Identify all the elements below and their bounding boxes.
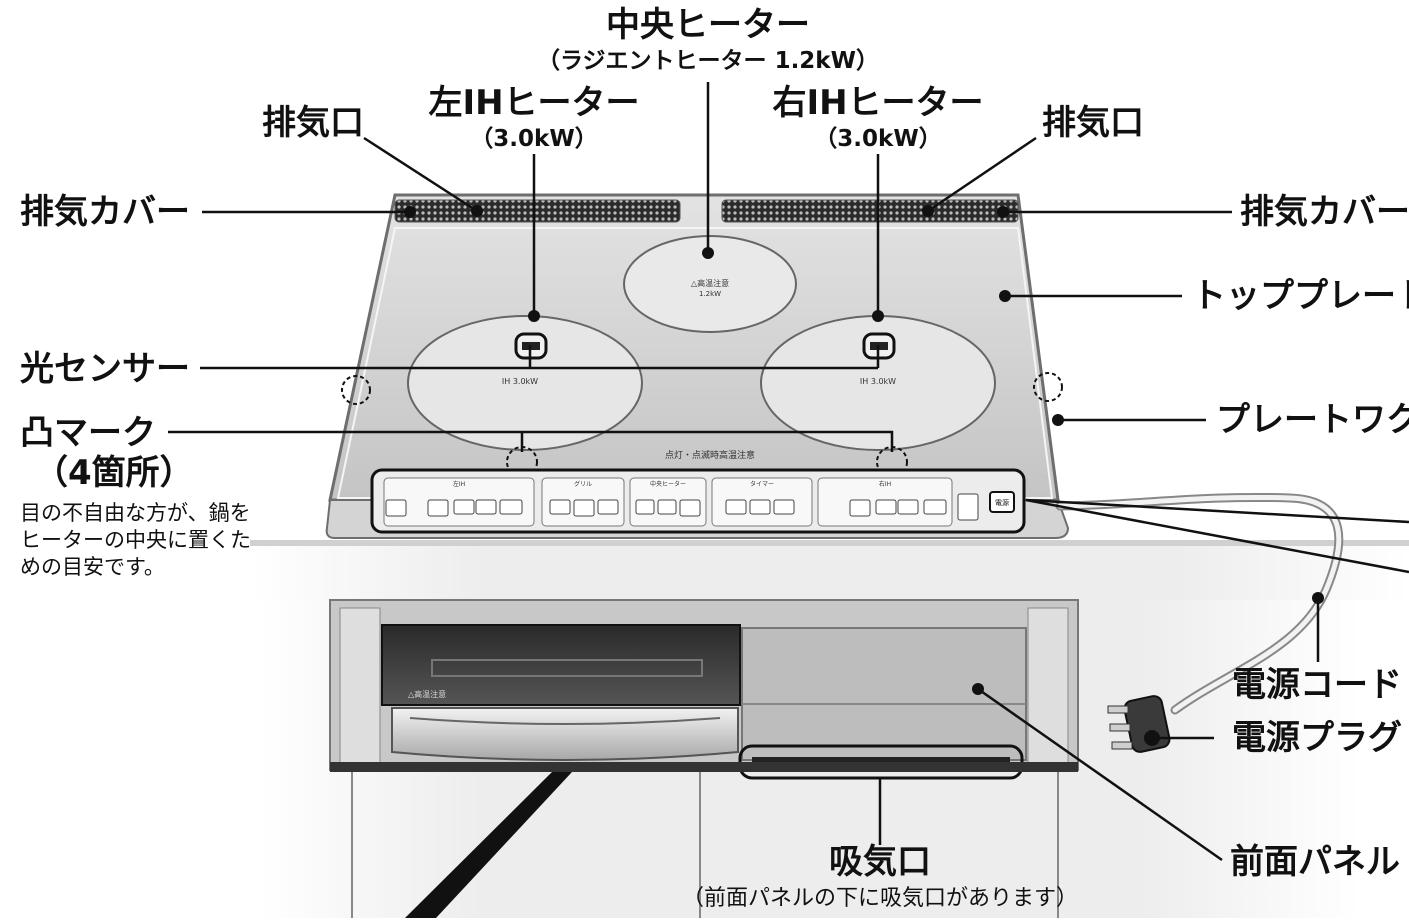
countertop xyxy=(250,540,1409,600)
grill-start-button[interactable] xyxy=(573,499,595,517)
pointer-wedge xyxy=(405,772,572,918)
right-ih-spec: （3.0kW） xyxy=(814,126,942,152)
left-ih-label: 左IHヒーター xyxy=(428,83,640,123)
left-down-button[interactable] xyxy=(453,499,475,515)
center-start-button[interactable] xyxy=(679,499,701,517)
plate-frame-label: プレートワク xyxy=(1216,400,1409,440)
bump-mark-note: 目の不自由な方が、鍋をヒーターの中央に置くための目安です。 xyxy=(20,501,251,579)
left-ih-power: IH 3.0kW xyxy=(502,377,538,386)
bump-mark-count: （4箇所） xyxy=(34,453,194,493)
right-ih-label: 右IHヒーター xyxy=(772,83,984,123)
exhaust-vent-left xyxy=(394,199,681,223)
right-up-button[interactable] xyxy=(897,499,919,515)
power-button[interactable] xyxy=(989,491,1015,513)
right-down-button[interactable] xyxy=(875,499,897,515)
center-heater-spec: （ラジエントヒーター 1.2kW） xyxy=(537,48,879,74)
left-ih-zone xyxy=(407,315,643,451)
panel-left-zone-label: 左IH xyxy=(453,480,465,488)
grill-handle[interactable] xyxy=(391,707,739,761)
light-sensor-label: 光センサー xyxy=(20,349,190,389)
front-panel-label: 前面パネル xyxy=(1230,842,1400,882)
exhaust-left-label: 排気口 xyxy=(262,103,364,143)
center-heater-label: 中央ヒーター xyxy=(606,5,810,45)
power-cord-label: 電源コード xyxy=(1232,665,1402,705)
leader-dots xyxy=(404,205,1324,746)
center-up-button[interactable] xyxy=(657,499,677,515)
power-button-label: 電源 xyxy=(995,498,1009,507)
intake-label: 吸気口 xyxy=(829,842,931,882)
left-ih-spec: （3.0kW） xyxy=(470,126,598,152)
bump-mark-left xyxy=(341,375,371,405)
center-down-button[interactable] xyxy=(635,499,655,515)
top-plate-grill-button[interactable] xyxy=(957,493,979,521)
left-fry-button[interactable] xyxy=(499,499,523,515)
center-heater-mark: △高温注意 xyxy=(691,278,729,288)
right-fry-button[interactable] xyxy=(923,499,947,515)
grill-auto-button[interactable] xyxy=(597,499,619,515)
timer-select-button[interactable] xyxy=(725,499,747,515)
bump-mark-label: 凸マーク xyxy=(20,413,156,453)
panel-grill-label: グリル xyxy=(574,480,592,488)
right-start-button[interactable] xyxy=(849,499,871,517)
exhaust-cover-left-label: 排気カバー xyxy=(20,192,190,232)
left-up-button[interactable] xyxy=(475,499,497,515)
grill-caution-text: △高温注意 xyxy=(408,689,446,699)
grill-menu-button[interactable] xyxy=(549,499,571,515)
right-ih-power: IH 3.0kW xyxy=(860,377,896,386)
bump-mark-right xyxy=(1033,372,1063,402)
caution-text: 点灯・点滅時高温注意 xyxy=(665,449,755,461)
intake-note: （前面パネルの下に吸気口があります） xyxy=(681,886,1079,911)
timer-down-button[interactable] xyxy=(749,499,771,515)
center-heater-power: 1.2kW xyxy=(699,290,721,298)
exhaust-vent-right xyxy=(721,199,1019,223)
panel-timer-label: タイマー xyxy=(750,480,774,488)
timer-up-button[interactable] xyxy=(773,499,795,515)
top-plate-label: トッププレート xyxy=(1192,276,1409,316)
exhaust-right-label: 排気口 xyxy=(1042,103,1144,143)
left-start-button[interactable] xyxy=(385,499,407,517)
power-plug-label: 電源プラグ xyxy=(1232,718,1402,758)
center-heater-zone xyxy=(623,235,797,333)
panel-center-label: 中央ヒーター xyxy=(650,480,686,488)
panel-right-zone-label: 右IH xyxy=(879,480,891,488)
grill-window xyxy=(381,624,741,706)
left-ih-button[interactable] xyxy=(427,499,449,517)
exhaust-cover-right-label: 排気カバー xyxy=(1240,192,1409,232)
leader-lines xyxy=(168,82,1409,862)
